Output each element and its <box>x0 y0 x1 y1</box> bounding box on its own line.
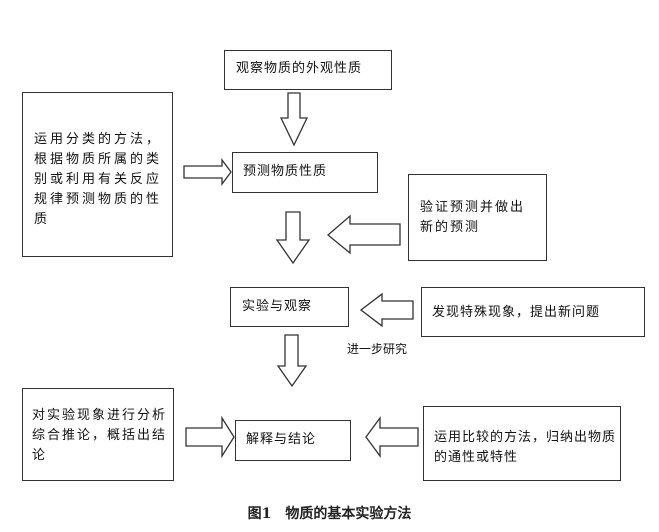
node-compare-method-label: 运用比较的方法，归纳出物质的通性或特性 <box>434 430 617 465</box>
node-experiment-observe-label: 实验与观察 <box>242 299 313 314</box>
node-verify-prediction <box>408 174 547 261</box>
arrow-left-compare-to-explain <box>365 416 419 458</box>
node-observe-appearance-label: 观察物质的外观性质 <box>236 61 363 76</box>
node-predict-properties <box>232 152 378 193</box>
arrow-right-classify-to-predict <box>183 158 232 186</box>
node-discover-phenomenon <box>421 287 645 337</box>
node-explain-conclude-label: 解释与结论 <box>246 432 317 447</box>
arrow-right-analyze-to-explain <box>185 415 235 459</box>
node-compare-method <box>423 406 621 481</box>
node-analyze-results-label: 对实验现象进行分析综合推论，概括出结论 <box>32 408 168 463</box>
figure-caption: 图1 物质的基本实验方法 <box>247 506 412 522</box>
node-discover-phenomenon-label: 发现特殊现象，提出新问题 <box>432 305 601 320</box>
node-experiment-observe <box>230 287 349 327</box>
node-predict-properties-label: 预测物质性质 <box>243 164 328 179</box>
edge-label-further-study: 进一步研究 <box>347 342 408 356</box>
arrow-down-observe-to-predict <box>279 92 309 147</box>
arrow-down-predict-to-experiment <box>275 211 311 265</box>
node-observe-appearance <box>224 50 392 90</box>
node-classification-method <box>22 92 173 257</box>
arrow-left-discover-to-experiment <box>359 292 414 328</box>
node-analyze-results <box>22 388 174 481</box>
node-explain-conclude <box>235 420 351 461</box>
arrow-down-experiment-to-explain <box>276 334 308 388</box>
node-verify-prediction-label: 验证预测并做出新的预测 <box>420 200 526 235</box>
node-classification-method-label: 运用分类的方法，根据物质所属的类别或利用有关反应规律预测物质的性质 <box>34 132 163 227</box>
arrow-left-verify-to-experiment <box>326 214 401 255</box>
